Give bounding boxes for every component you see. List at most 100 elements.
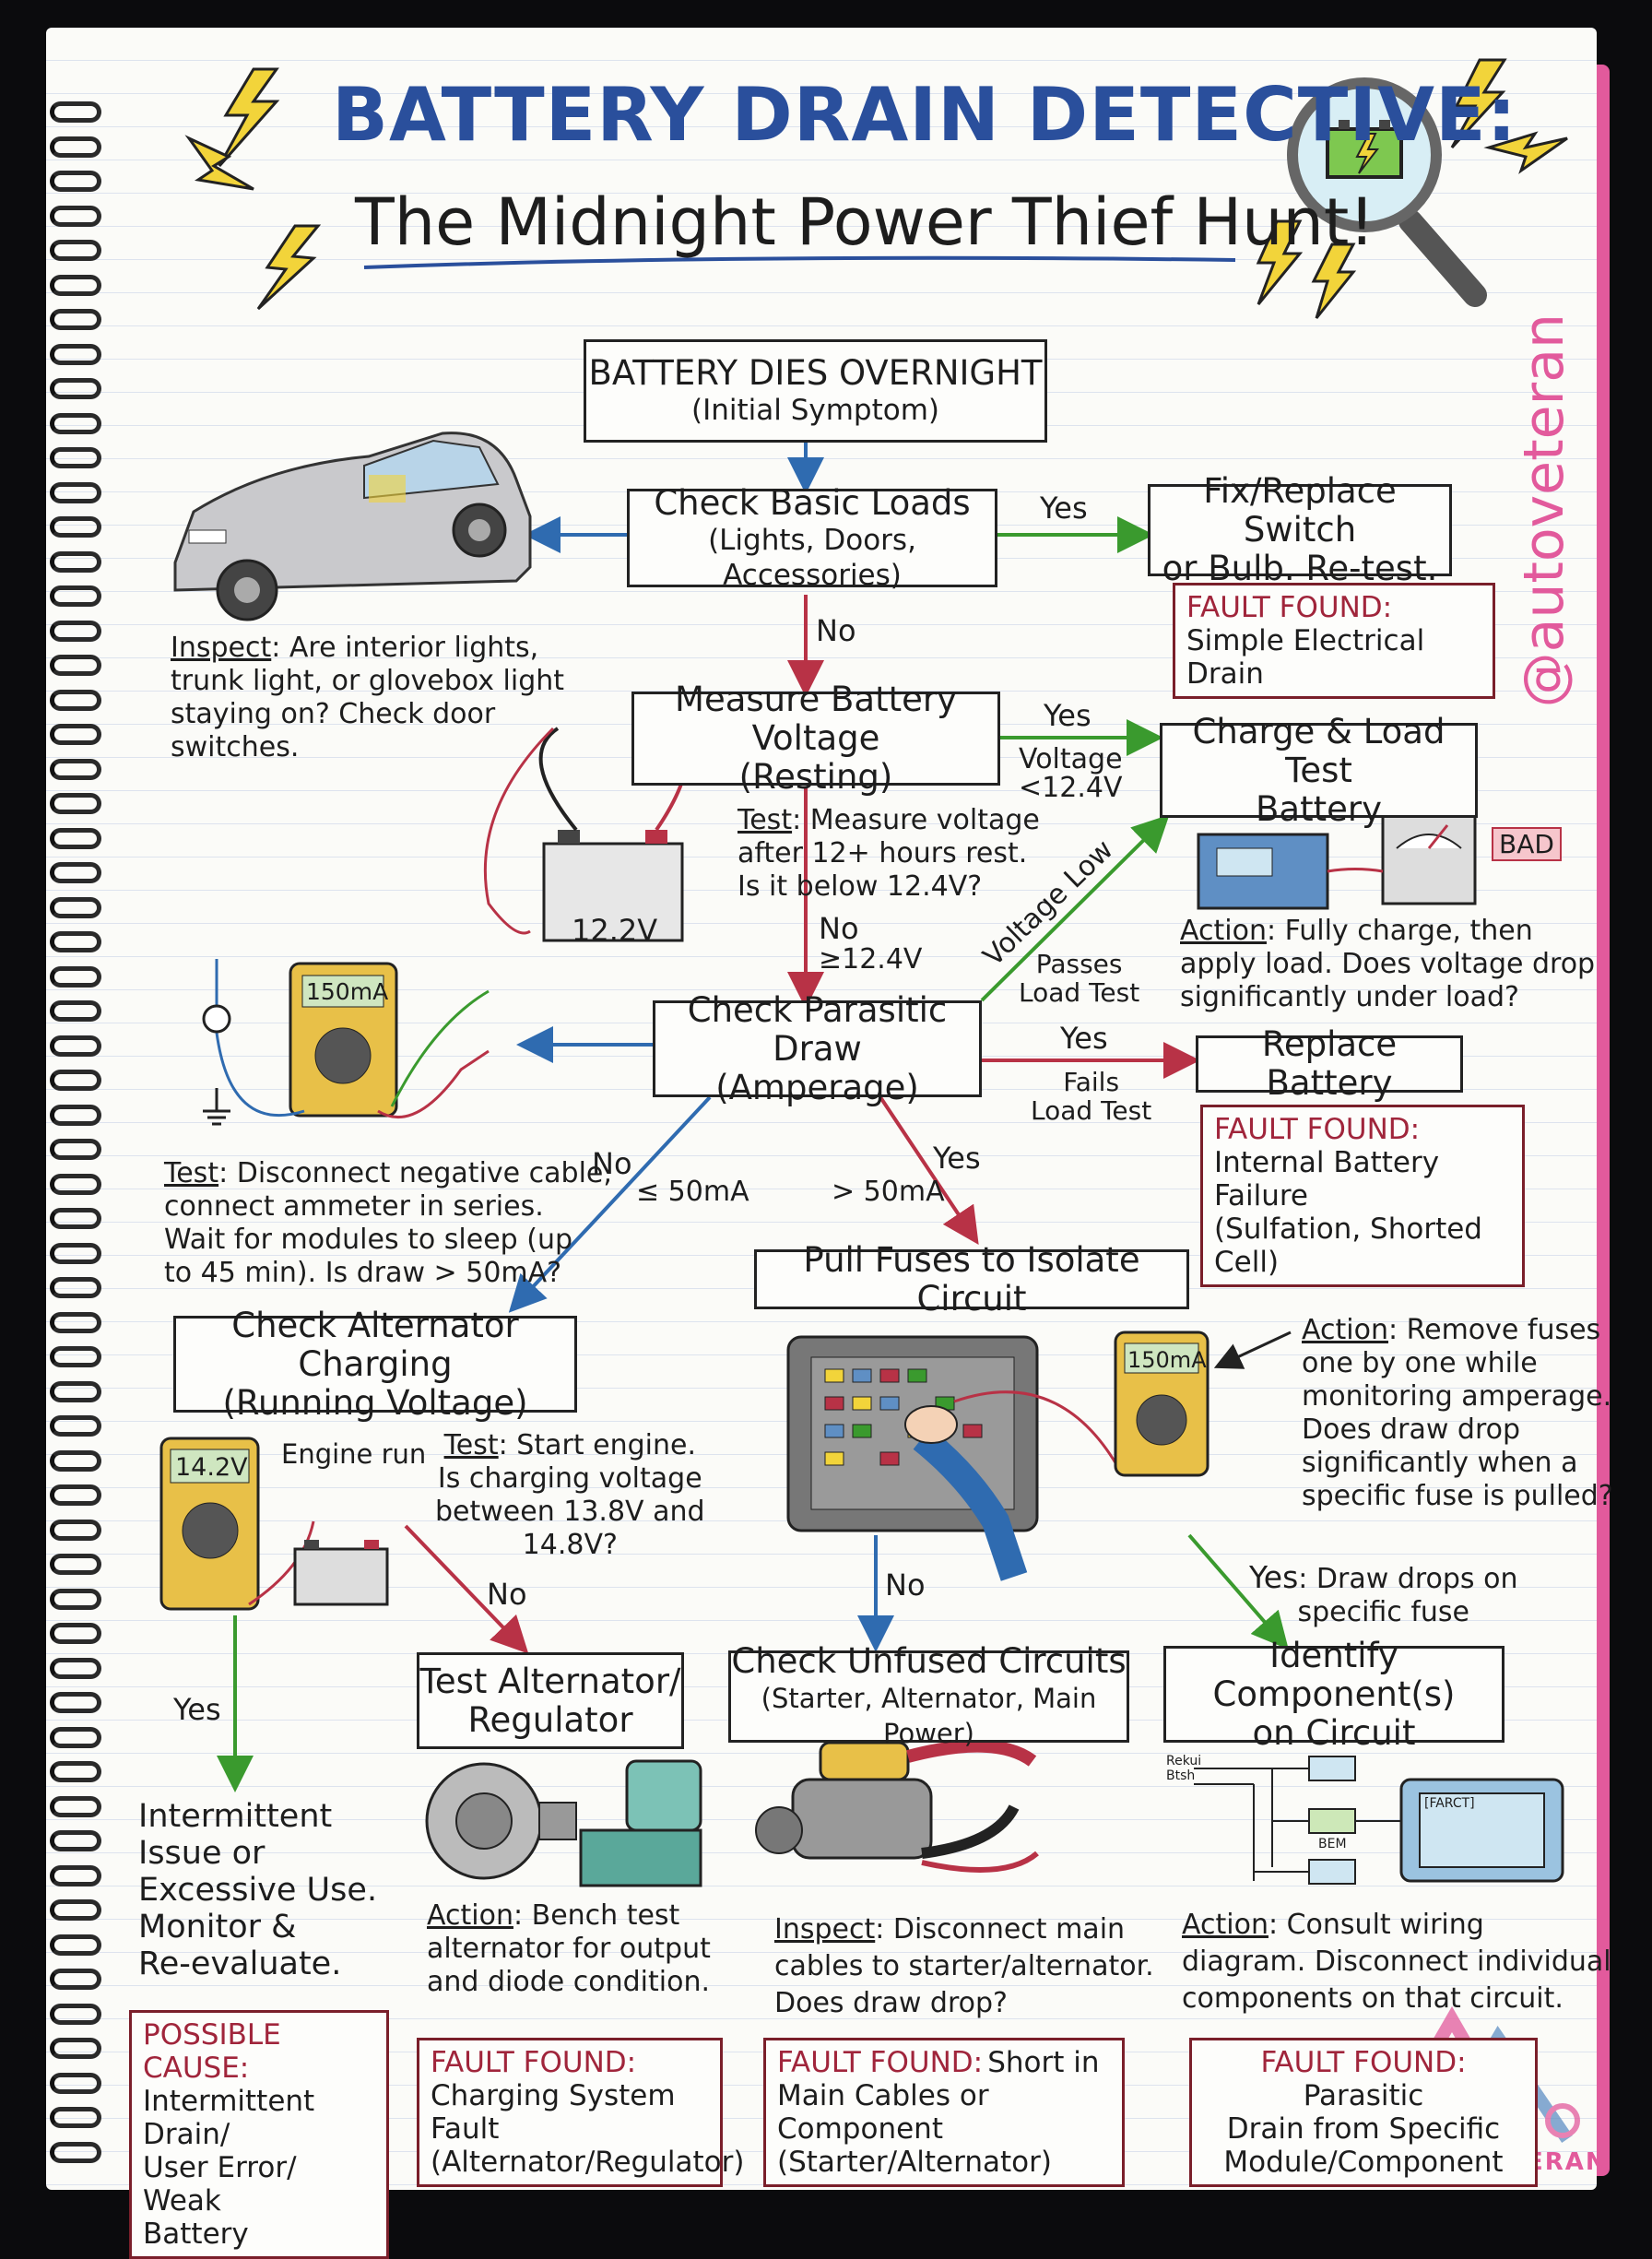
meter-readout: 150mA [1127,1347,1207,1373]
flow-arrows [217,443,1292,1792]
spiral-ring [50,1830,101,1851]
edge-label-yes-draw-drops: Yes: Draw drops on specific fuse [1249,1561,1517,1629]
note-key: Inspect [171,632,272,664]
fault-body: Drain from Specific Module/Component [1223,2112,1504,2179]
fault-body: Internal Battery Failure (Sulfation, Sho… [1214,1146,1482,1279]
alternator-icon [425,1759,702,1887]
node-title: Check Parasitic Draw [687,989,948,1069]
page-title: BATTERY DRAIN DETECTIVE: [332,72,1517,158]
note-action-fuses: Action: Remove fuses one by one while mo… [1302,1314,1613,1513]
node-subtitle: (Starter, Alternator, Main Power) [761,1683,1097,1749]
edge-label-yes: Yes [1060,1021,1108,1056]
node-title: Measure Battery Voltage [675,680,957,758]
page-subtitle: The Midnight Power Thief Hunt! [355,184,1375,260]
car-illustration [173,432,532,621]
note-text: : Bench test alternator for output and d… [427,1899,711,1998]
battery-icon [293,1540,389,1606]
node-title: Pull Fuses to Isolate Circuit [803,1239,1140,1319]
edge-label-no: No [819,911,859,946]
fault-heading: FAULT FOUND: [1214,1113,1421,1146]
spiral-ring [50,378,101,399]
fault-simple-drain: FAULT FOUND:Simple Electrical Drain [1173,583,1495,699]
note-action-bench: Action: Bench test alternator for output… [427,1899,711,1999]
note-test-ammeter: Test: Disconnect negative cable, connect… [164,1157,612,1290]
spiral-ring [50,101,101,123]
spiral-ring [50,620,101,642]
edge-label-no: No [816,613,856,648]
spiral-ring [50,1139,101,1160]
node-measure-voltage: Measure Battery Voltage(Resting) [631,680,1000,797]
fault-body-inline: Parasitic [1303,2079,1424,2112]
fault-heading: FAULT FOUND: [1186,591,1393,624]
node-subtitle: (Running Voltage) [222,1382,528,1423]
spiral-ring [50,2038,101,2059]
edge-label-text: : Draw drops on specific fuse [1297,1563,1518,1628]
spiral-ring [50,447,101,468]
diagram-canvas [159,58,1580,2143]
spiral-ring [50,1554,101,1575]
lightning-bolt-icon [1256,58,1568,319]
note-text: Intermittent Issue or Excessive Use. Mon… [138,1798,378,1982]
spiral-ring [50,1934,101,1956]
spiral-ring [50,1311,101,1333]
node-title: Fix/Replace Switch [1203,471,1397,550]
note-key: Inspect [774,1913,876,1946]
note-key: Action [1302,1314,1388,1346]
edge-label-fails: Fails Load Test [1031,1067,1152,1126]
fault-heading: FAULT FOUND: [431,2046,637,2079]
edge-label-yes: Yes [1044,698,1092,733]
fault-battery-failure: FAULT FOUND:Internal Battery Failure (Su… [1200,1105,1525,1287]
node-identify-component: Identify Component(s)on Circuit [1163,1636,1504,1752]
spiral-ring [50,1969,101,1990]
node-replace-battery: Replace Battery [1196,1025,1463,1103]
spiral-ring [50,205,101,227]
note-key: Action [427,1899,513,1932]
node-title: BATTERY DIES OVERNIGHT [588,353,1043,393]
multimeter-icon [215,959,490,1119]
bem-label: BEM [1318,1837,1347,1851]
node-subtitle: (Resting) [738,757,893,797]
spiral-ring [50,1380,101,1402]
note-inspect-cables: Inspect: Disconnect main cables to start… [774,1911,1154,2022]
spiral-ring [50,793,101,814]
note-action-wiring: Action: Consult wiring diagram. Disconne… [1182,1907,1611,2017]
spiral-ring [50,827,101,849]
notebook-pink-edge [1597,65,1610,2176]
node-check-parasitic-draw: Check Parasitic Draw(Amperage) [653,990,982,1106]
spiral-ring [50,343,101,365]
ground-symbol-icon [202,1004,231,1126]
note-text: : Consult wiring diagram. Disconnect ind… [1182,1909,1611,2015]
wiring-diagram-icon [1194,1756,1564,1885]
spiral-ring [50,274,101,296]
node-subtitle: (Amperage) [715,1067,919,1107]
spiral-ring [50,2003,101,2025]
spiral-ring [50,1242,101,1264]
edge-label-yes: Yes [1249,1559,1299,1595]
note-key: Test [738,804,793,836]
node-pull-fuses: Pull Fuses to Isolate Circuit [754,1240,1189,1318]
spiral-ring [50,171,101,192]
node-subtitle: Battery [1256,788,1382,829]
spiral-ring [50,412,101,434]
fuse-box-icon [786,1335,1122,1581]
node-title: Identify Component(s) [1212,1635,1456,1714]
spiral-ring [50,2107,101,2128]
note-text: : Fully charge, then apply load. Does vo… [1180,915,1596,1013]
spiral-ring [50,1484,101,1506]
node-title: Charge & Load Test [1192,711,1446,790]
node-test-alternator: Test Alternator/Regulator [417,1652,684,1749]
spiral-ring [50,550,101,573]
note-inspect-lights: Inspect: Are interior lights, trunk ligh… [171,632,564,764]
fault-heading: POSSIBLE CAUSE: [143,2018,281,2085]
spiral-ring [50,1035,101,1057]
edge-label-engine-run: Engine run [281,1438,427,1470]
note-text: : Measure voltage after 12+ hours rest. … [738,804,1040,903]
charger-icon [1197,805,1477,910]
ecu-label: [FARCT] [1424,1796,1475,1811]
spiral-ring [50,1899,101,1921]
spiral-ring [50,1415,101,1437]
note-key: Action [1182,1909,1268,1941]
multimeter-icon [1114,1331,1210,1477]
